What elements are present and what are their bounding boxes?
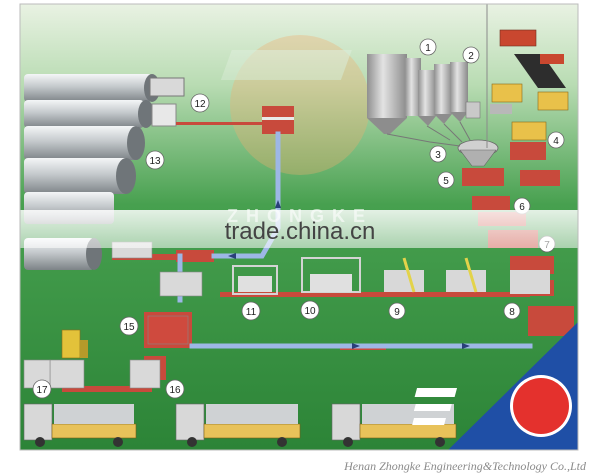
station-marker: 5 — [438, 172, 454, 188]
station-marker: 1 — [420, 39, 436, 55]
station-marker: 15 — [120, 317, 138, 335]
svg-text:16: 16 — [169, 385, 181, 396]
watermark-band: trade.china.cn ZHONGKE — [0, 206, 600, 248]
svg-text:3: 3 — [435, 150, 441, 161]
station-marker: 13 — [146, 151, 164, 169]
svg-text:9: 9 — [394, 307, 400, 318]
svg-text:11: 11 — [246, 307, 257, 318]
svg-text:2: 2 — [468, 51, 474, 62]
silo-hopper — [466, 102, 480, 118]
svg-text:17: 17 — [36, 385, 48, 396]
station-marker: 3 — [430, 146, 446, 162]
station-marker: 8 — [504, 303, 520, 319]
silo — [450, 62, 468, 122]
silo — [434, 64, 452, 124]
station-marker: 4 — [548, 132, 564, 148]
svg-text:5: 5 — [443, 176, 449, 187]
station-marker: 10 — [301, 301, 319, 319]
svg-text:10: 10 — [304, 306, 316, 317]
svg-text:15: 15 — [123, 322, 135, 333]
svg-text:13: 13 — [149, 156, 161, 167]
autoclave — [24, 126, 145, 160]
station-marker: 9 — [389, 303, 405, 319]
silo — [418, 70, 436, 126]
station-marker: 17 — [33, 380, 51, 398]
autoclave — [24, 100, 154, 128]
watermark-brand: ZHONGKE — [227, 206, 373, 226]
station-marker: 12 — [191, 94, 209, 112]
station-marker: 2 — [463, 47, 479, 63]
svg-text:4: 4 — [553, 136, 559, 147]
svg-text:8: 8 — [509, 307, 515, 318]
svg-text:12: 12 — [194, 99, 206, 110]
cutting-station — [510, 270, 550, 294]
autoclave — [24, 74, 160, 102]
silo — [367, 54, 407, 134]
svg-text:1: 1 — [425, 43, 431, 54]
image-caption: Henan Zhongke Engineering&Technology Co.… — [343, 459, 587, 473]
autoclave — [24, 158, 136, 194]
station-marker: 11 — [242, 302, 260, 320]
station-marker: 16 — [166, 380, 184, 398]
